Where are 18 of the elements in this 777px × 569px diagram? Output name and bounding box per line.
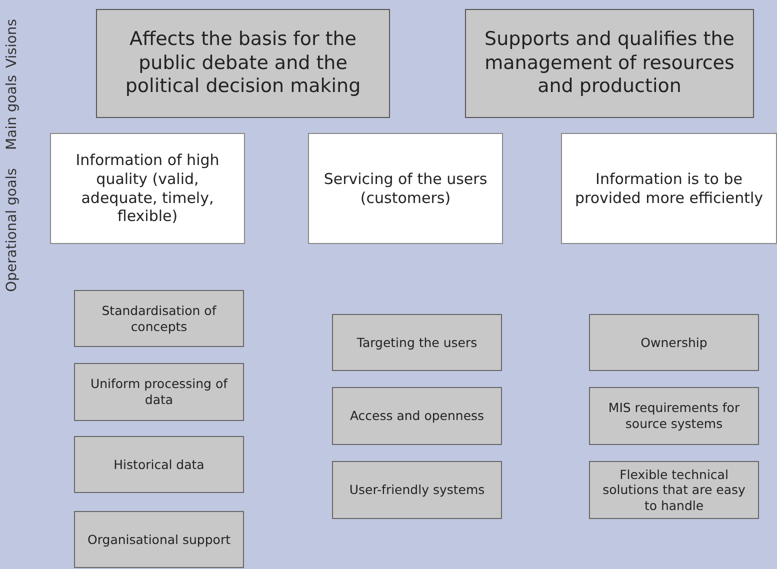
vision-box: Affects the basis for the public debate and the political decision making	[96, 9, 390, 118]
row-heading: Main goals	[4, 74, 20, 150]
operational-goal-box: Historical data	[74, 436, 244, 493]
operational-goal-box: User-friendly systems	[332, 461, 502, 519]
row-heading: Operational goals	[4, 168, 20, 292]
row-heading: Visions	[4, 18, 20, 68]
operational-goal-box: Access and openness	[332, 387, 502, 445]
operational-goal-box: Flexible technical solutions that are easy to handle	[589, 461, 759, 519]
operational-goal-box: Uniform processing of data	[74, 363, 244, 421]
main-goal-box: Information of high quality (valid, adequate, timely, flexible)	[50, 133, 245, 244]
operational-goal-box: Targeting the users	[332, 314, 502, 371]
main-goal-box: Servicing of the users (customers)	[308, 133, 503, 244]
operational-goal-box: Standardisation of concepts	[74, 290, 244, 347]
operational-goal-box: Ownership	[589, 314, 759, 371]
main-goal-box: Information is to be provided more efficiently	[561, 133, 777, 244]
vision-box: Supports and qualifies the management of resources and production	[465, 9, 754, 118]
operational-goal-box: Organisational support	[74, 511, 244, 568]
operational-goal-box: MIS requirements for source systems	[589, 387, 759, 445]
